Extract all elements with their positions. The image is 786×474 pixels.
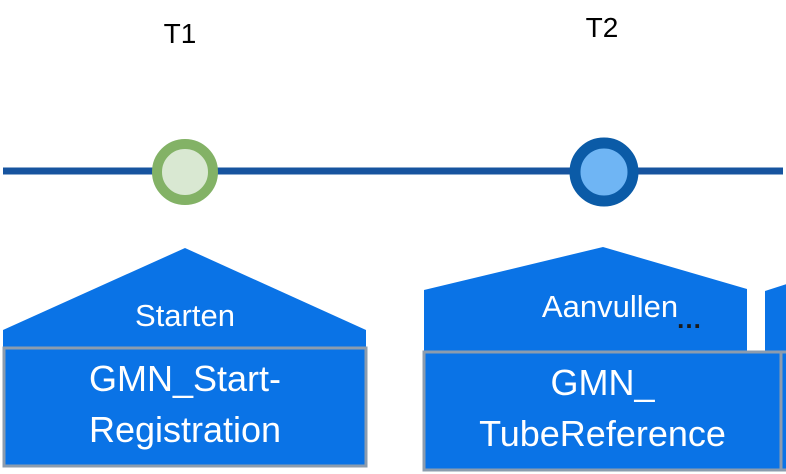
t2-label: T2: [585, 12, 619, 43]
event2-action-label: Aanvullen: [541, 289, 679, 324]
event2-callout: [422, 247, 783, 472]
event1-message-line1: GMN_Start-: [88, 357, 282, 399]
t1-event-marker: [152, 139, 218, 205]
event1-message-line2: Registration: [88, 409, 282, 450]
event2-message-line1: GMN_: [550, 361, 655, 403]
event2-message-box: [422, 350, 783, 472]
next-event-pentagon: [765, 284, 786, 352]
t2-event-marker: [569, 137, 639, 207]
event1-message: GMN_Start- Registration: [4, 348, 366, 466]
event2-pentagon: [424, 247, 747, 353]
event2-message-line2: TubeReference: [479, 413, 726, 454]
event1-action-label: Starten: [135, 298, 235, 333]
event2-message: GMN_ TubeReference: [424, 352, 781, 470]
event1-pentagon: [3, 248, 366, 350]
event1-callout: [2, 248, 368, 468]
event1-message-box: [2, 346, 368, 468]
more-events-ellipsis: …: [676, 304, 704, 334]
t1-label: T1: [163, 18, 197, 49]
